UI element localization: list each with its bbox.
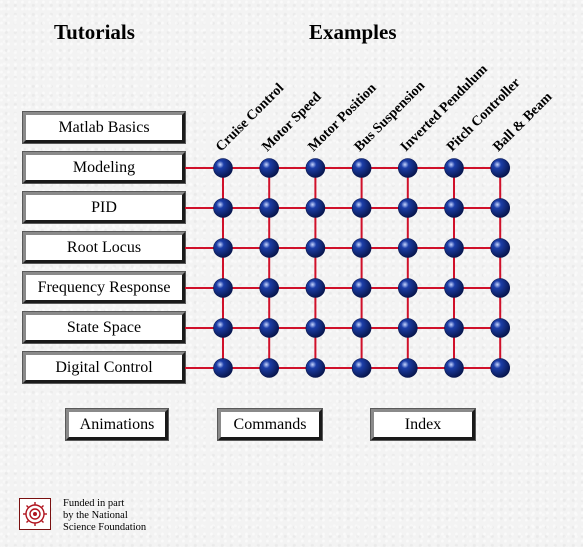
grid-node-modeling-inverted-pendulum[interactable] <box>397 158 418 178</box>
grid-node-root-locus-ball-beam[interactable] <box>490 238 511 258</box>
animations-button-label: Animations <box>79 415 155 433</box>
grid-node-root-locus-inverted-pendulum[interactable] <box>397 238 418 258</box>
grid-node-state-space-bus-suspension[interactable] <box>351 318 372 338</box>
tutorial-button-root-locus[interactable]: Root Locus <box>22 231 186 264</box>
grid-node-state-space-motor-speed[interactable] <box>259 318 280 338</box>
grid-node-pid-pitch-controller[interactable] <box>444 198 464 218</box>
grid-node-root-locus-motor-position[interactable] <box>305 238 326 258</box>
grid-node-pid-motor-speed[interactable] <box>259 198 280 218</box>
nsf-logo-icon[interactable] <box>19 498 51 530</box>
grid-node-frequency-response-pitch-controller[interactable] <box>444 278 464 298</box>
grid-node-frequency-response-ball-beam[interactable] <box>490 278 511 298</box>
grid-node-frequency-response-bus-suspension[interactable] <box>351 278 372 298</box>
funding-note: Funded in part by the National Science F… <box>63 498 147 533</box>
grid-node-digital-control-cruise-control[interactable] <box>213 358 233 378</box>
grid-node-digital-control-inverted-pendulum[interactable] <box>397 358 418 378</box>
grid-node-digital-control-pitch-controller[interactable] <box>444 358 464 378</box>
tutorial-button-label: Root Locus <box>66 238 142 256</box>
tutorial-button-label: Frequency Response <box>37 278 171 296</box>
tutorial-button-label: Modeling <box>72 158 136 176</box>
tutorials-heading: Tutorials <box>54 20 135 44</box>
examples-heading: Examples <box>309 20 397 44</box>
grid-node-state-space-inverted-pendulum[interactable] <box>397 318 418 338</box>
commands-button[interactable]: Commands <box>217 408 323 441</box>
grid-node-state-space-cruise-control[interactable] <box>213 318 233 338</box>
grid-node-modeling-ball-beam[interactable] <box>490 158 511 178</box>
commands-button-label: Commands <box>233 415 307 433</box>
grid-node-modeling-motor-position[interactable] <box>305 158 326 178</box>
grid-node-pid-ball-beam[interactable] <box>490 198 511 218</box>
grid-node-root-locus-motor-speed[interactable] <box>259 238 280 258</box>
tutorial-button-label: State Space <box>66 318 142 336</box>
grid-node-digital-control-ball-beam[interactable] <box>490 358 511 378</box>
grid-node-modeling-pitch-controller[interactable] <box>444 158 464 178</box>
index-button-label: Index <box>404 415 442 433</box>
grid-node-root-locus-bus-suspension[interactable] <box>351 238 372 258</box>
grid-node-frequency-response-inverted-pendulum[interactable] <box>397 278 418 298</box>
grid-node-modeling-bus-suspension[interactable] <box>351 158 372 178</box>
grid-node-state-space-pitch-controller[interactable] <box>444 318 464 338</box>
animations-button[interactable]: Animations <box>65 408 169 441</box>
grid-node-root-locus-cruise-control[interactable] <box>213 238 233 258</box>
tutorial-button-label: Digital Control <box>55 358 153 376</box>
grid-node-digital-control-bus-suspension[interactable] <box>351 358 372 378</box>
tutorial-button-state-space[interactable]: State Space <box>22 311 186 344</box>
grid-node-pid-motor-position[interactable] <box>305 198 326 218</box>
tutorial-button-matlab-basics[interactable]: Matlab Basics <box>22 111 186 144</box>
grid-node-state-space-ball-beam[interactable] <box>490 318 511 338</box>
grid-node-pid-cruise-control[interactable] <box>213 198 233 218</box>
grid-node-modeling-motor-speed[interactable] <box>259 158 280 178</box>
index-button[interactable]: Index <box>370 408 476 441</box>
tutorial-button-pid[interactable]: PID <box>22 191 186 224</box>
grid-node-pid-inverted-pendulum[interactable] <box>397 198 418 218</box>
tutorial-button-modeling[interactable]: Modeling <box>22 151 186 184</box>
grid-node-state-space-motor-position[interactable] <box>305 318 326 338</box>
grid-node-frequency-response-cruise-control[interactable] <box>213 278 233 298</box>
grid-node-modeling-cruise-control[interactable] <box>213 158 233 178</box>
tutorial-button-label: PID <box>91 198 117 216</box>
grid-node-pid-bus-suspension[interactable] <box>351 198 372 218</box>
example-label-inverted-pendulum[interactable]: Inverted Pendulum <box>398 62 491 155</box>
tutorial-button-label: Matlab Basics <box>58 118 150 136</box>
tutorial-button-frequency-response[interactable]: Frequency Response <box>22 271 186 304</box>
grid-node-frequency-response-motor-position[interactable] <box>305 278 326 298</box>
grid-node-digital-control-motor-speed[interactable] <box>259 358 280 378</box>
grid-node-frequency-response-motor-speed[interactable] <box>259 278 280 298</box>
grid-node-digital-control-motor-position[interactable] <box>305 358 326 378</box>
tutorial-button-digital-control[interactable]: Digital Control <box>22 351 186 384</box>
grid-node-root-locus-pitch-controller[interactable] <box>444 238 464 258</box>
